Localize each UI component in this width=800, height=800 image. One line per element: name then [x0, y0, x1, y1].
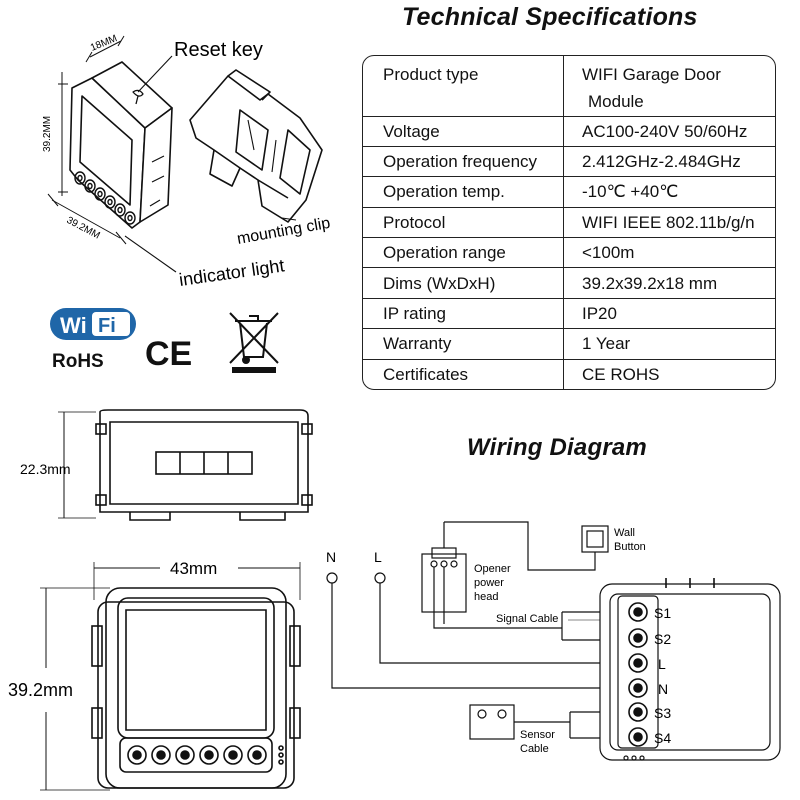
spec-row: Product type WIFI Garage Door Module	[363, 56, 775, 116]
front-terminal-row	[127, 745, 284, 765]
spec-key: Certificates	[363, 358, 564, 389]
spec-value: IP20	[563, 297, 775, 329]
specs-title: Technical Specifications	[402, 3, 698, 31]
front-dim-width-label: 43mm	[170, 559, 217, 578]
side-view-drawing: 22.3mm	[20, 409, 313, 521]
sensor-cable-label-line2: Cable	[520, 743, 549, 755]
opener-label-line1: Opener	[474, 563, 511, 575]
spec-key: Operation temp.	[363, 176, 564, 208]
weee-bin-icon	[229, 312, 279, 373]
spec-value: 2.412GHz-2.484GHz	[563, 145, 775, 177]
dim-depth-label: 18MM	[89, 33, 119, 54]
wifi-logo-icon: Wi Fi	[50, 308, 136, 340]
spec-row: Dims (WxDxH)39.2x39.2x18 mm	[363, 267, 775, 299]
terminal-label-s2: S2	[654, 631, 671, 647]
spec-table: Product type WIFI Garage Door Module Vol…	[362, 55, 776, 390]
dim-width-label: 39.2MM	[65, 215, 102, 242]
wall-button-label-line1: Wall	[614, 527, 635, 539]
spec-key: IP rating	[363, 297, 564, 329]
spec-value: 1 Year	[563, 328, 775, 360]
terminal-label-s4: S4	[654, 730, 671, 746]
rohs-label: RoHS	[52, 351, 104, 372]
spec-value: CE ROHS	[563, 358, 775, 389]
wifi-logo-text: Wi	[60, 313, 87, 338]
terminal-label-s3: S3	[654, 705, 671, 721]
spec-value-line2: Module	[588, 92, 644, 111]
spec-value-line1: WIFI Garage Door	[582, 65, 721, 84]
spec-value: 39.2x39.2x18 mm	[563, 267, 775, 299]
spec-key: Warranty	[363, 328, 564, 360]
sensor-cable-label-line1: Sensor	[520, 729, 555, 741]
side-dim-height-label: 22.3mm	[20, 461, 71, 477]
terminal-label-n: N	[658, 681, 668, 697]
indicator-light-label: indicator light	[178, 255, 286, 290]
signal-cable-label: Signal Cable	[496, 613, 558, 625]
spec-key: Voltage	[363, 115, 564, 147]
spec-key: Product type	[363, 56, 564, 116]
front-dim-height-label: 39.2mm	[8, 680, 73, 700]
opener-label-line3: head	[474, 591, 498, 603]
spec-value: <100m	[563, 237, 775, 268]
wiring-title: Wiring Diagram	[467, 434, 647, 461]
supply-l-label: L	[374, 549, 382, 565]
wall-button-label-line2: Button	[614, 541, 646, 553]
spec-value: -10℃ +40℃	[563, 176, 775, 208]
spec-key: Dims (WxDxH)	[363, 267, 564, 299]
spec-key: Operation frequency	[363, 145, 564, 177]
sensor-icon	[469, 704, 515, 740]
spec-key: Operation range	[363, 237, 564, 268]
wiring-diagram: N L S1 S2 L N S3 S4 Opener power head Wa…	[326, 521, 781, 761]
spec-row: Operation range<100m	[363, 237, 775, 268]
terminal-label-s1: S1	[654, 605, 671, 621]
spec-value: AC100-240V 50/60Hz	[563, 115, 775, 147]
supply-n-terminal-icon	[326, 572, 338, 584]
supply-n-label: N	[326, 549, 336, 565]
opener-label-line2: power	[474, 577, 504, 589]
spec-row: Operation temp.-10℃ +40℃	[363, 176, 775, 208]
spec-value: WIFI Garage Door Module	[564, 56, 776, 116]
dim-height-label: 39.2MM	[42, 116, 53, 152]
module-terminal-column	[628, 602, 648, 747]
terminal-label-l: L	[658, 656, 666, 672]
spec-key: Protocol	[363, 206, 564, 238]
certification-badges: Wi Fi RoHS CE	[50, 308, 279, 373]
ce-mark-icon: CE	[145, 335, 192, 373]
supply-l-terminal-icon	[374, 572, 386, 584]
wifi-logo-box-text: Fi	[98, 315, 116, 337]
front-view-drawing: 43mm 39.2mm	[8, 559, 301, 791]
wall-button-icon	[581, 525, 609, 553]
module-iso-drawing: 18MM 39.2MM 39.2MM Reset key mounting cl…	[42, 33, 332, 290]
reset-key-label: Reset key	[174, 39, 263, 61]
spec-value: WIFI IEEE 802.11b/g/n	[563, 206, 775, 238]
